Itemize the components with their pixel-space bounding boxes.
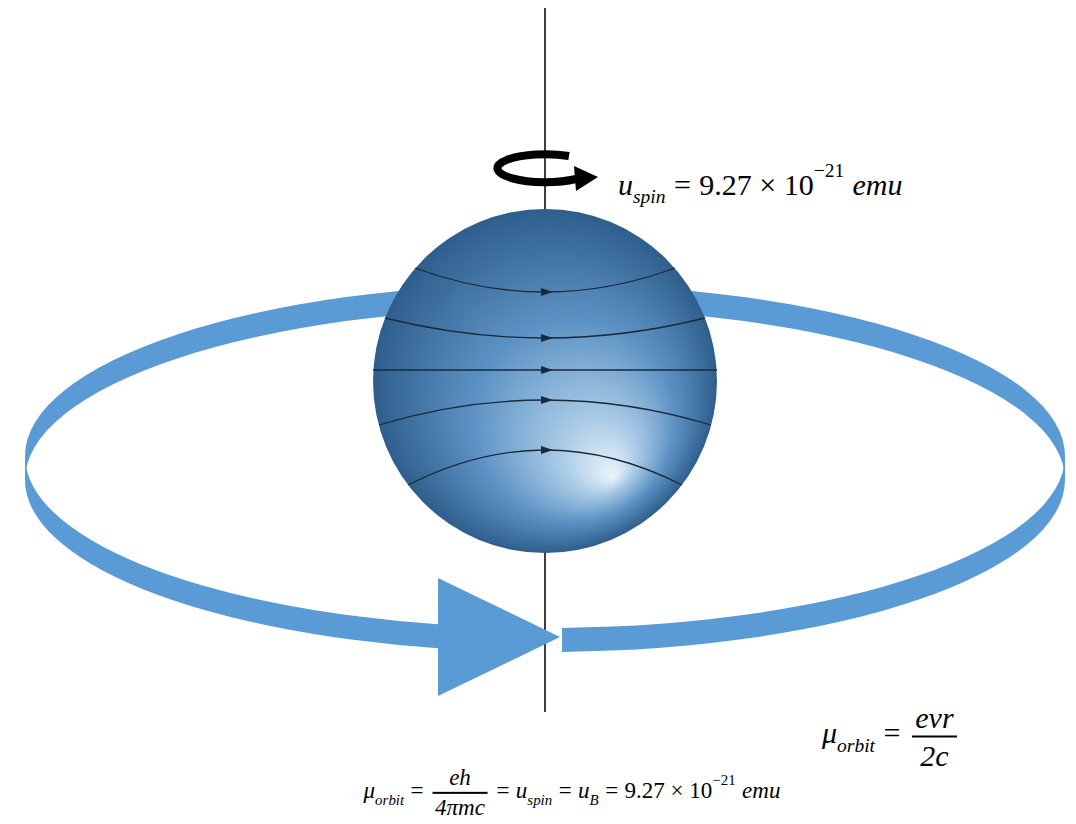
- bohr-magneton-equation: μorbit=eh4πmc=uspin=uB=9.27 × 10−21emu: [364, 766, 781, 820]
- equals-sign: =: [605, 778, 618, 803]
- fraction-numerator: eh: [446, 766, 473, 790]
- field-line: [379, 400, 711, 425]
- equals-sign: =: [559, 778, 572, 803]
- equals-sign: =: [411, 778, 424, 803]
- spin-moment-formula: uspin =9.27 × 10−21 emu: [618, 160, 903, 209]
- numeric-value: 9.27 × 10: [699, 167, 813, 200]
- field-arrowhead: [541, 366, 553, 374]
- spin-arrow: [497, 154, 576, 182]
- fraction-denominator: 4πmc: [432, 796, 487, 820]
- orbit-band-front: [562, 456, 1065, 652]
- spin-arrowhead: [574, 166, 598, 191]
- equals-sign: =: [674, 167, 691, 200]
- numeric-value: 9.27 × 10: [625, 778, 713, 803]
- unit-text: emu: [853, 167, 903, 200]
- field-line: [408, 450, 682, 485]
- orbit-arrowhead: [438, 578, 560, 696]
- fraction-numerator: evr: [912, 702, 958, 734]
- math-symbol: μ: [364, 778, 376, 803]
- exponent: −21: [814, 160, 845, 181]
- field-lines: [373, 268, 717, 485]
- field-arrowhead: [541, 288, 553, 296]
- subscript: spin: [527, 792, 552, 808]
- subscript: B: [590, 792, 599, 808]
- fraction-denominator: 2c: [917, 739, 953, 771]
- equals-sign: =: [496, 778, 509, 803]
- math-symbol: u: [516, 778, 528, 803]
- fraction: eh 4πmc: [432, 766, 487, 820]
- fraction-bar: [912, 735, 958, 737]
- math-symbol: u: [618, 167, 633, 200]
- field-arrowhead: [541, 334, 553, 342]
- fraction-bar: [432, 792, 487, 794]
- fraction: evr 2c: [912, 702, 958, 771]
- orbit-band-front: [25, 456, 438, 648]
- field-arrowhead: [541, 446, 553, 454]
- orbit-moment-formula: μorbit = evr 2c: [822, 702, 960, 771]
- unit-text: emu: [742, 778, 780, 803]
- math-symbol: u: [578, 778, 590, 803]
- field-arrowheads: [541, 288, 553, 454]
- subscript: orbit: [375, 792, 404, 808]
- field-line: [415, 268, 675, 292]
- exponent: −21: [712, 772, 735, 788]
- subscript: spin: [633, 186, 666, 207]
- field-arrowhead: [541, 396, 553, 404]
- electron-sphere: [373, 209, 717, 553]
- subscript: orbit: [837, 735, 875, 756]
- field-line: [385, 318, 705, 338]
- math-symbol: μ: [822, 716, 837, 749]
- equals-sign: =: [883, 716, 900, 749]
